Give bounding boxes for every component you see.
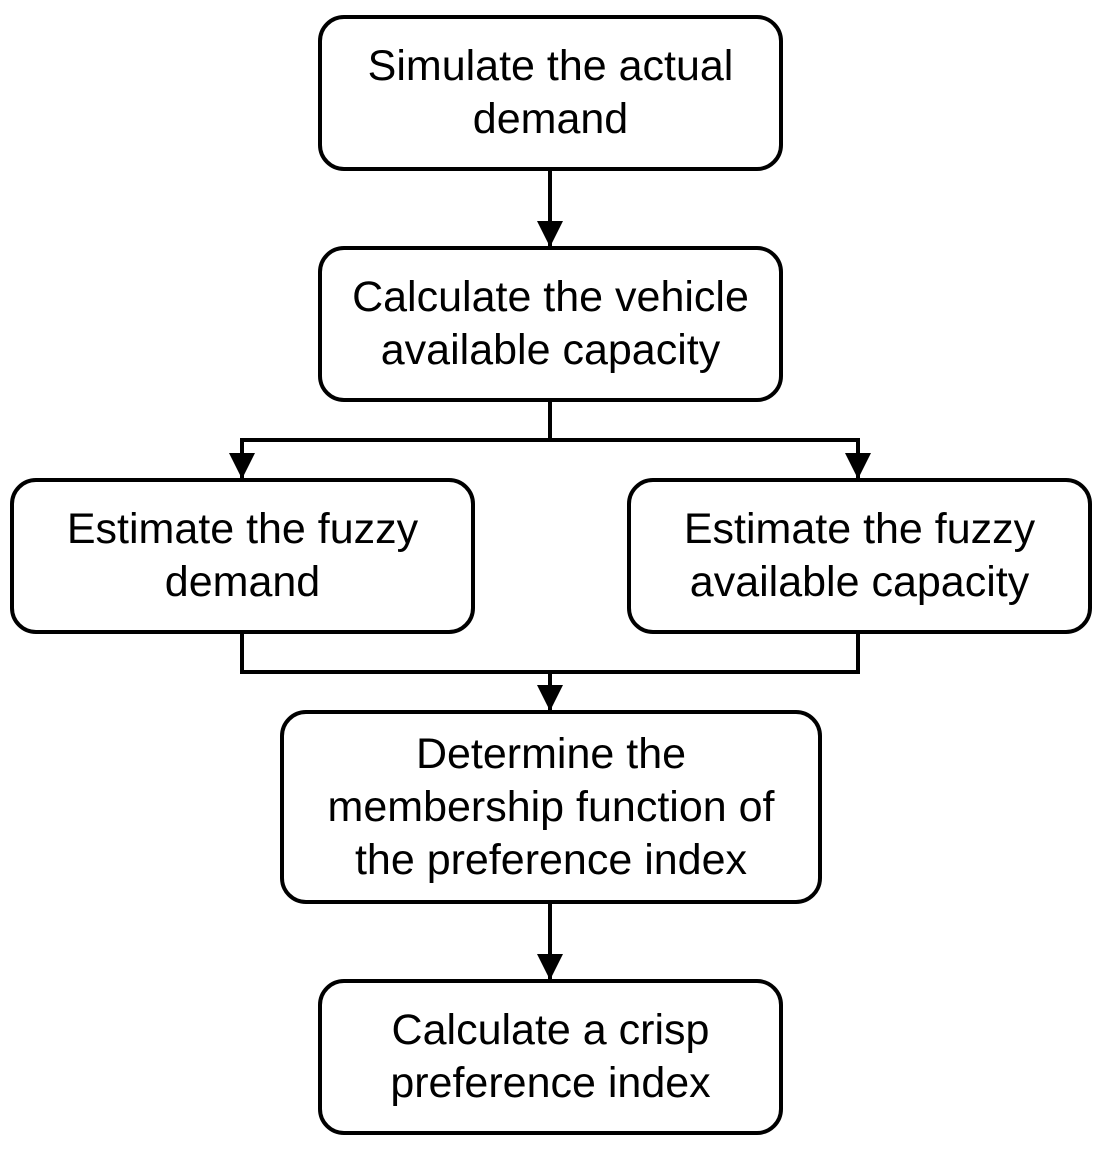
step-determine-membership-function: Determine the membership function of the… [280, 710, 822, 904]
step-calculate-vehicle-capacity: Calculate the vehicle available capacity [318, 246, 783, 402]
step-estimate-fuzzy-demand: Estimate the fuzzy demand [10, 478, 475, 634]
step-simulate-actual-demand: Simulate the actual demand [318, 15, 783, 171]
step-estimate-fuzzy-capacity-label: Estimate the fuzzy available capacity [683, 505, 1036, 606]
step-determine-membership-function-label: Determine the membership function of the… [327, 729, 775, 884]
step-calculate-crisp-preference-index: Calculate a crisp preference index [318, 979, 783, 1135]
step-simulate-actual-demand-label: Simulate the actual demand [367, 42, 734, 143]
step-estimate-fuzzy-demand-label: Estimate the fuzzy demand [66, 505, 419, 606]
step-calculate-crisp-preference-index-label: Calculate a crisp preference index [390, 1006, 711, 1107]
step-estimate-fuzzy-capacity: Estimate the fuzzy available capacity [627, 478, 1092, 634]
step-calculate-vehicle-capacity-label: Calculate the vehicle available capacity [352, 273, 749, 374]
